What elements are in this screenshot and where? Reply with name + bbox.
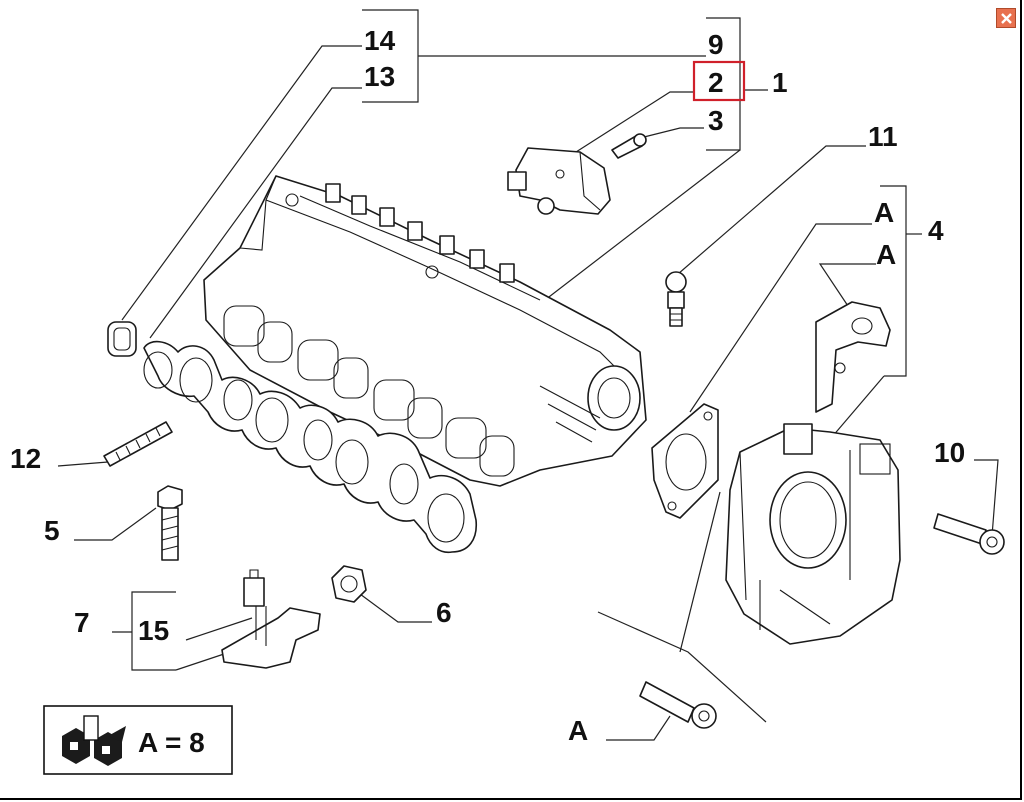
temperature-sensor[interactable] [665,271,687,327]
hex-bolt[interactable] [157,485,183,561]
legend-box: A = 8 [43,705,233,775]
seal-ring[interactable] [107,321,137,357]
callout-labels: 14 13 9 2 1 3 11 A A 4 12 10 5 6 7 15 A [10,25,965,746]
callout-13[interactable]: 13 [364,61,395,92]
hex-nut[interactable] [331,565,367,603]
callout-1[interactable]: 1 [772,67,788,98]
leader-lines [57,9,999,741]
callout-5[interactable]: 5 [44,515,60,546]
callout-a-bracket[interactable]: A [876,239,896,270]
pressure-sensor[interactable] [507,147,611,215]
throttle-bolt[interactable] [933,513,1005,555]
callout-15[interactable]: 15 [138,615,169,646]
callout-4[interactable]: 4 [928,215,944,246]
throttle-bracket[interactable] [815,301,891,413]
callout-10[interactable]: 10 [934,437,965,468]
callout-12[interactable]: 12 [10,443,41,474]
mounting-bracket[interactable] [221,569,321,669]
sensor-screw[interactable] [611,133,647,159]
callout-9[interactable]: 9 [708,29,724,60]
stud-bolt[interactable] [103,421,173,467]
callout-3[interactable]: 3 [708,105,724,136]
callout-a-bottom[interactable]: A [568,715,588,746]
selected-part-highlight [692,60,746,102]
throttle-body[interactable] [725,423,901,645]
callout-2[interactable]: 2 [708,67,724,98]
close-button[interactable] [996,8,1016,28]
callout-14[interactable]: 14 [364,25,396,56]
throttle-gasket[interactable] [651,403,719,519]
callout-7[interactable]: 7 [74,607,90,638]
callout-11[interactable]: 11 [868,121,898,152]
callout-6[interactable]: 6 [436,597,452,628]
intake-manifold[interactable] [203,175,647,487]
callout-a-gasket[interactable]: A [874,197,894,228]
legend-text: A = 8 [138,727,205,758]
manifold-gasket[interactable] [143,340,477,554]
parts-pack-icon [62,715,126,766]
bottom-bolt[interactable] [639,681,717,729]
close-icon [1001,13,1012,24]
